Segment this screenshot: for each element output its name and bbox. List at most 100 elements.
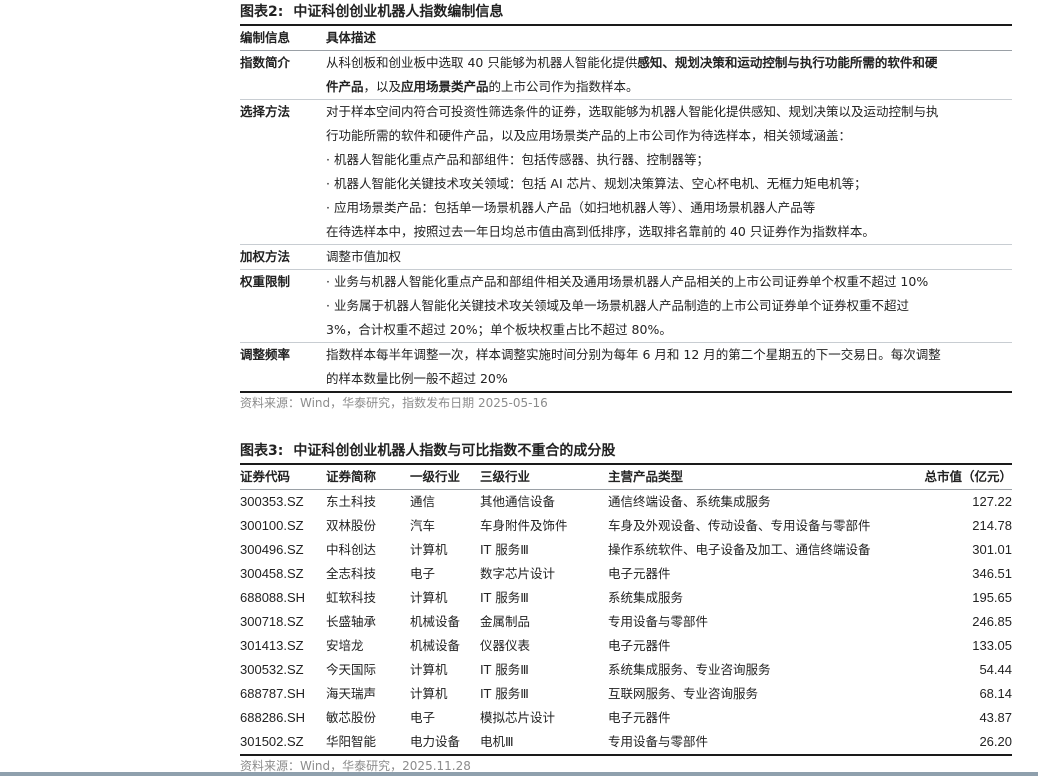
security-name: 长盛轴承 — [326, 614, 377, 629]
header-value: 具体描述 — [326, 26, 1012, 51]
level3-industry: 电机Ⅲ — [480, 730, 608, 756]
row-description: 指数样本每半年调整一次，样本调整实施时间分别为每年 6 月和 12 月的第二个星… — [326, 342, 1012, 393]
figure2-title: 图表2:中证科创创业机器人指数编制信息 — [240, 0, 1012, 26]
column-header: 三级行业 — [480, 465, 608, 490]
row-key: 选择方法 — [240, 99, 326, 245]
level1-industry: 机械设备 — [410, 614, 461, 629]
row-description: 从科创板和创业板中选取 40 只能够为机器人智能化提供感知、规划决策和运动控制与… — [326, 50, 1012, 100]
page-bottom-rule — [0, 772, 1038, 776]
level3-industry: 仪器仪表 — [480, 638, 531, 653]
main-products: 专用设备与零部件 — [608, 614, 709, 629]
row-description: · 业务与机器人智能化重点产品和部组件相关及通用场景机器人产品相关的上市公司证券… — [326, 269, 1012, 343]
index-info-row: 加权方法调整市值加权 — [240, 244, 1012, 270]
security-name: 东土科技 — [326, 494, 377, 509]
index-info-row: 指数简介从科创板和创业板中选取 40 只能够为机器人智能化提供感知、规划决策和运… — [240, 50, 1012, 100]
security-name: 安培龙 — [326, 638, 364, 653]
index-info-table: 编制信息 具体描述 指数简介从科创板和创业板中选取 40 只能够为机器人智能化提… — [240, 26, 1012, 393]
market-cap: 68.14 — [979, 686, 1012, 701]
figure3-label: 图表3: — [240, 443, 284, 459]
security-code: 688088.SH — [240, 590, 306, 605]
level1-industry: 电子 — [410, 566, 436, 581]
table2-source: 资料来源：Wind，华泰研究，指数发布日期 2025-05-16 — [240, 396, 548, 410]
row-description: 对于样本空间内符合可投资性筛选条件的证券，选取能够为机器人智能化提供感知、规划决… — [326, 99, 1012, 245]
market-cap: 127.22 — [972, 494, 1012, 509]
main-products: 互联网服务、专业咨询服务 — [608, 686, 759, 701]
security-code: 300100.SZ — [240, 518, 304, 533]
figure3-title: 图表3:中证科创创业机器人指数与可比指数不重合的成分股 — [240, 439, 1012, 465]
description-line: 指数样本每半年调整一次，样本调整实施时间分别为每年 6 月和 12 月的第二个星… — [326, 347, 941, 362]
main-products: 通信终端设备、系统集成服务 — [608, 494, 771, 509]
security-name: 中科创达 — [326, 542, 377, 557]
column-header: 总市值（亿元） — [922, 465, 1012, 490]
constituents-table: 证券代码证券简称一级行业三级行业主营产品类型总市值（亿元） 300353.SZ 东… — [240, 465, 1012, 756]
description-line: · 应用场景类产品：包括单一场景机器人产品（如扫地机器人等）、通用场景机器人产品… — [326, 200, 816, 215]
description-line: · 机器人智能化关键技术攻关领域：包括 AI 芯片、规划决策算法、空心杯电机、无… — [326, 176, 867, 191]
security-code: 300718.SZ — [240, 614, 304, 629]
level3-industry: 其他通信设备 — [480, 494, 556, 509]
table3-source: 资料来源：Wind，华泰研究，2025.11.28 — [240, 759, 471, 773]
constituents-header-row: 证券代码证券简称一级行业三级行业主营产品类型总市值（亿元） — [240, 465, 1012, 490]
security-code: 300353.SZ — [240, 494, 304, 509]
level1-industry: 电力设备 — [410, 730, 480, 756]
level1-industry: 计算机 — [410, 686, 448, 701]
security-code: 300458.SZ — [240, 566, 304, 581]
level1-industry: 计算机 — [410, 662, 448, 677]
level3-industry: 车身附件及饰件 — [480, 518, 568, 533]
security-code: 301502.SZ — [240, 730, 326, 756]
level3-industry: 数字芯片设计 — [480, 566, 556, 581]
description-line: 在待选样本中，按照过去一年日均总市值由高到低排序，选取排名靠前的 40 只证券作… — [326, 224, 875, 239]
security-name: 虹软科技 — [326, 590, 377, 605]
row-key: 指数简介 — [240, 50, 326, 100]
description-line: 件产品，以及应用场景类产品的上市公司作为指数样本。 — [326, 75, 1012, 99]
row-key: 权重限制 — [240, 269, 326, 343]
text-segment: ，以及 — [363, 79, 402, 94]
market-cap: 54.44 — [979, 662, 1012, 677]
level3-industry: IT 服务Ⅲ — [480, 590, 529, 605]
row-key: 加权方法 — [240, 244, 326, 270]
security-code: 688787.SH — [240, 686, 306, 701]
description-line: 行功能所需的软件和硬件产品，以及应用场景类产品的上市公司作为待选样本，相关领域涵… — [326, 128, 852, 143]
report-page: 图表2:中证科创创业机器人指数编制信息 编制信息 具体描述 指数简介从科创板和创… — [240, 0, 1012, 776]
level3-industry: IT 服务Ⅲ — [480, 662, 529, 677]
level1-industry: 计算机 — [410, 590, 448, 605]
main-products: 车身及外观设备、传动设备、专用设备与零部件 — [608, 518, 871, 533]
level3-industry: IT 服务Ⅲ — [480, 542, 529, 557]
main-products: 电子元器件 — [608, 566, 671, 581]
market-cap: 26.20 — [922, 730, 1012, 756]
level3-industry: IT 服务Ⅲ — [480, 686, 529, 701]
main-products: 系统集成服务 — [608, 590, 684, 605]
market-cap: 246.85 — [972, 614, 1012, 629]
main-products: 专用设备与零部件 — [608, 730, 922, 756]
level1-industry: 电子 — [410, 710, 436, 725]
level1-industry: 机械设备 — [410, 638, 461, 653]
text-segment: 从科创板和创业板中选取 40 只能够为机器人智能化提供 — [326, 55, 638, 70]
description-line: 对于样本空间内符合可投资性筛选条件的证券，选取能够为机器人智能化提供感知、规划决… — [326, 104, 939, 119]
market-cap: 301.01 — [972, 542, 1012, 557]
main-products: 操作系统软件、电子设备及加工、通信终端设备 — [608, 542, 871, 557]
index-info-row: 调整频率指数样本每半年调整一次，样本调整实施时间分别为每年 6 月和 12 月的… — [240, 342, 1012, 393]
market-cap: 214.78 — [972, 518, 1012, 533]
index-info-row: 权重限制· 业务与机器人智能化重点产品和部组件相关及通用场景机器人产品相关的上市… — [240, 269, 1012, 343]
column-header: 证券代码 — [240, 465, 326, 490]
description-line: 的样本数量比例一般不超过 20% — [326, 371, 508, 386]
text-segment: 的上市公司作为指数样本。 — [488, 79, 639, 94]
description-line: · 业务与机器人智能化重点产品和部组件相关及通用场景机器人产品相关的上市公司证券… — [326, 274, 929, 289]
security-name: 双林股份 — [326, 518, 377, 533]
security-code: 688286.SH — [240, 710, 306, 725]
main-products: 系统集成服务、专业咨询服务 — [608, 662, 771, 677]
column-header: 证券简称 — [326, 465, 410, 490]
description-line: · 机器人智能化重点产品和部组件：包括传感器、执行器、控制器等； — [326, 152, 709, 167]
market-cap: 133.05 — [972, 638, 1012, 653]
bold-segment: 件产品 — [326, 79, 364, 94]
column-header: 主营产品类型 — [608, 465, 922, 490]
security-code: 301413.SZ — [240, 638, 304, 653]
